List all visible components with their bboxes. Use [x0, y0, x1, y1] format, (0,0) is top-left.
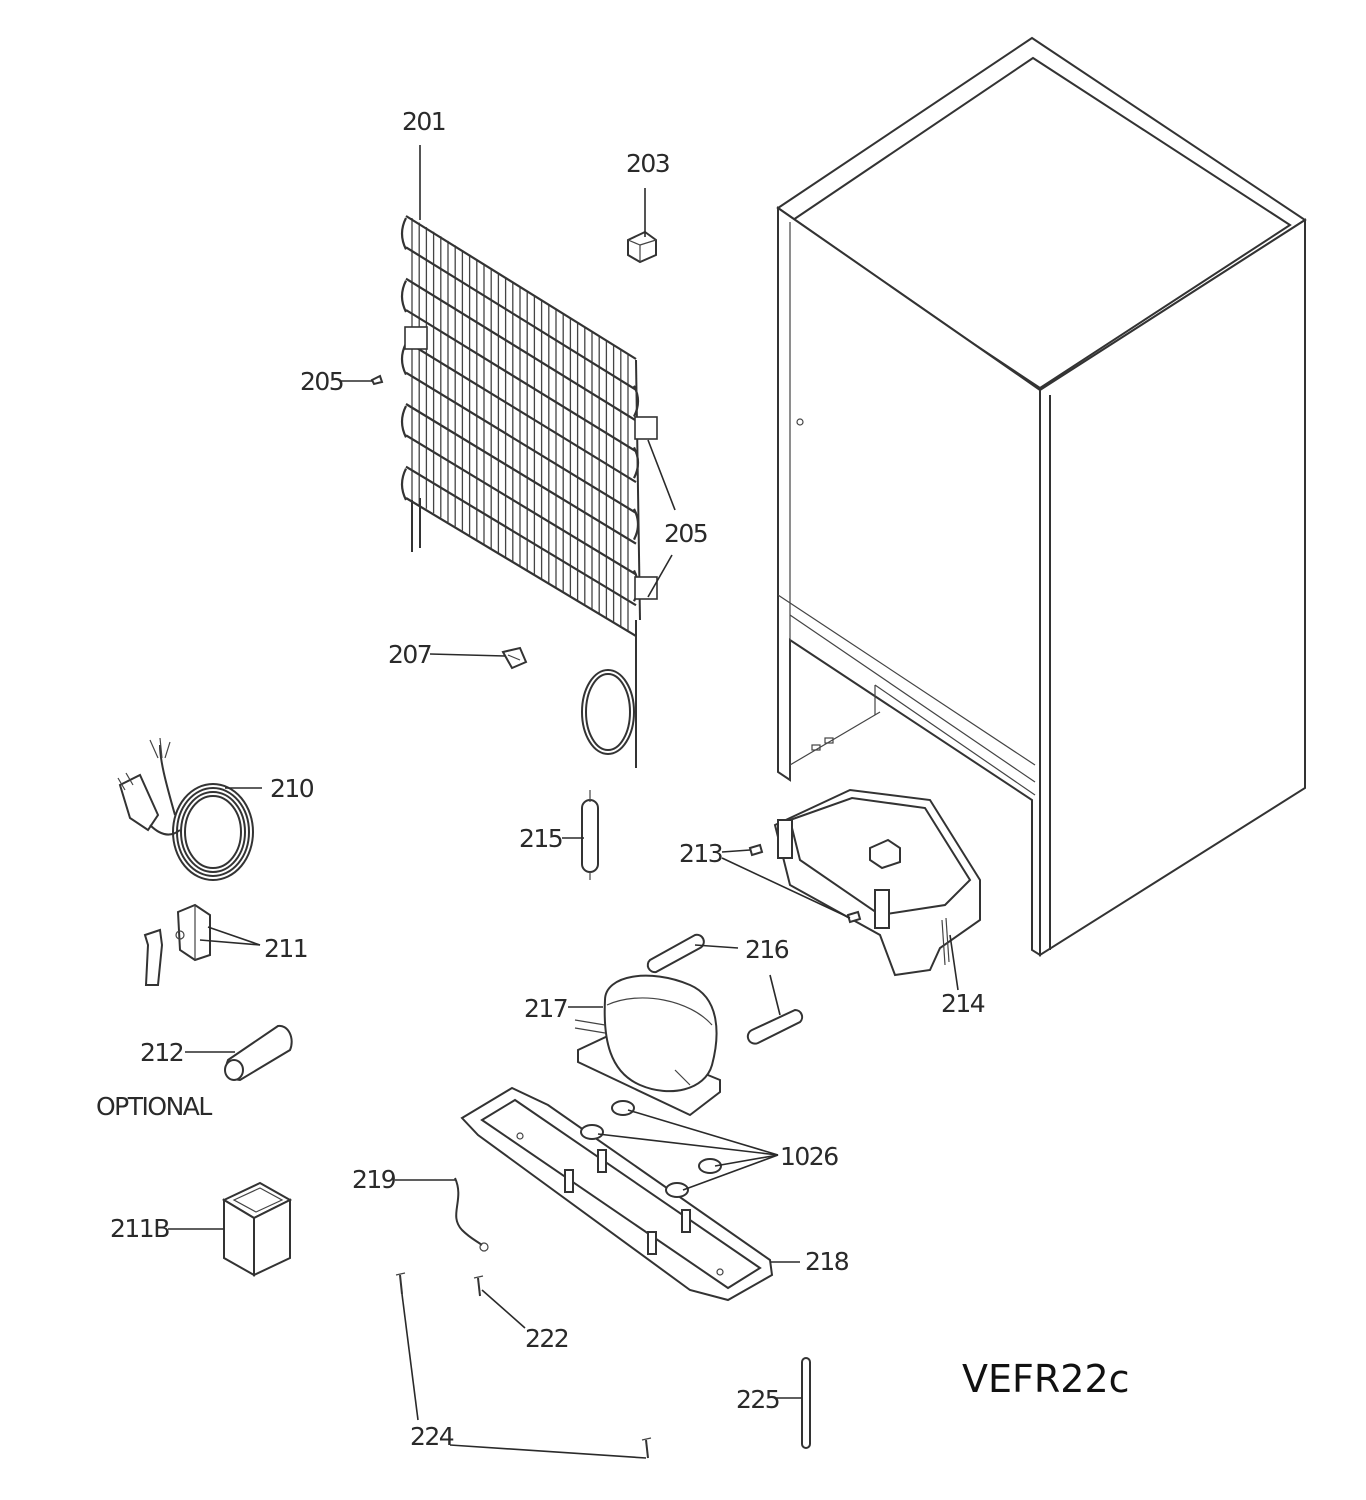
- condenser-tube: [405, 434, 637, 576]
- part-217-compressor: [574, 974, 721, 1117]
- label-225: 225: [736, 1385, 779, 1414]
- label-218: 218: [805, 1247, 849, 1276]
- part-215-filter-drier: [581, 790, 599, 880]
- part-219-earth-wire: [454, 1177, 489, 1252]
- condenser-bend: [633, 385, 640, 418]
- cabinet-body: [776, 36, 1307, 957]
- condenser-tube: [405, 277, 637, 422]
- part-210-power-cord: [117, 737, 254, 881]
- optional-note: OPTIONAL: [96, 1092, 212, 1121]
- model-name: VEFR22c: [962, 1357, 1130, 1401]
- leader-lines: [168, 145, 959, 1459]
- label-211b: 211B: [110, 1214, 169, 1243]
- condenser-bracket: [404, 326, 428, 350]
- condenser-bracket: [634, 416, 658, 440]
- label-203: 203: [626, 149, 669, 178]
- part-211b-box: [221, 1181, 293, 1277]
- condenser-bracket: [634, 576, 658, 600]
- label-211: 211: [264, 934, 307, 963]
- part-205-screw: [370, 374, 384, 386]
- label-217: 217: [524, 994, 567, 1023]
- condenser-tube: [405, 215, 637, 360]
- part-225-rod: [801, 1357, 811, 1449]
- part-218-base-plate: [460, 1086, 774, 1302]
- condenser-bend: [400, 217, 407, 250]
- label-216: 216: [745, 935, 789, 964]
- label-219: 219: [352, 1165, 396, 1194]
- label-222: 222: [525, 1324, 568, 1353]
- label-213: 213: [679, 839, 722, 868]
- condenser-bend: [400, 280, 407, 313]
- capillary-tube: [581, 620, 637, 768]
- label-205-left: 205: [300, 367, 343, 396]
- part-207-drier-clip: [501, 646, 528, 670]
- part-224-screws: [395, 1272, 652, 1459]
- part-214-drip-tray: [773, 788, 981, 977]
- part-labels: 201 203 205 205 207 210 211 212 OPTIONAL…: [96, 107, 986, 1451]
- label-210: 210: [270, 774, 314, 803]
- label-1026: 1026: [780, 1142, 838, 1171]
- label-207: 207: [388, 640, 431, 669]
- part-222-screw: [473, 1275, 484, 1297]
- condenser-bend: [400, 468, 407, 501]
- condenser-bend: [400, 405, 407, 438]
- condenser-tube: [405, 497, 637, 637]
- condenser-tube: [405, 465, 637, 607]
- condenser-tube: [405, 371, 637, 514]
- label-214: 214: [941, 989, 985, 1018]
- label-205-right: 205: [664, 519, 707, 548]
- part-203-clip: [627, 230, 657, 264]
- part-212-capacitor: [224, 1024, 293, 1082]
- part-216-clips: [646, 933, 804, 1045]
- condenser-tube: [405, 340, 637, 484]
- condenser-grid: [400, 215, 658, 637]
- part-1026-grommets: [580, 1100, 722, 1198]
- condenser-tube: [405, 403, 637, 545]
- label-215: 215: [519, 824, 562, 853]
- condenser-tube: [405, 246, 637, 391]
- part-211-bracket: [143, 903, 211, 986]
- condenser-tube: [405, 309, 637, 453]
- label-212: 212: [140, 1038, 183, 1067]
- part-213-screws: [748, 843, 862, 924]
- label-201: 201: [402, 107, 445, 136]
- label-224: 224: [410, 1422, 454, 1451]
